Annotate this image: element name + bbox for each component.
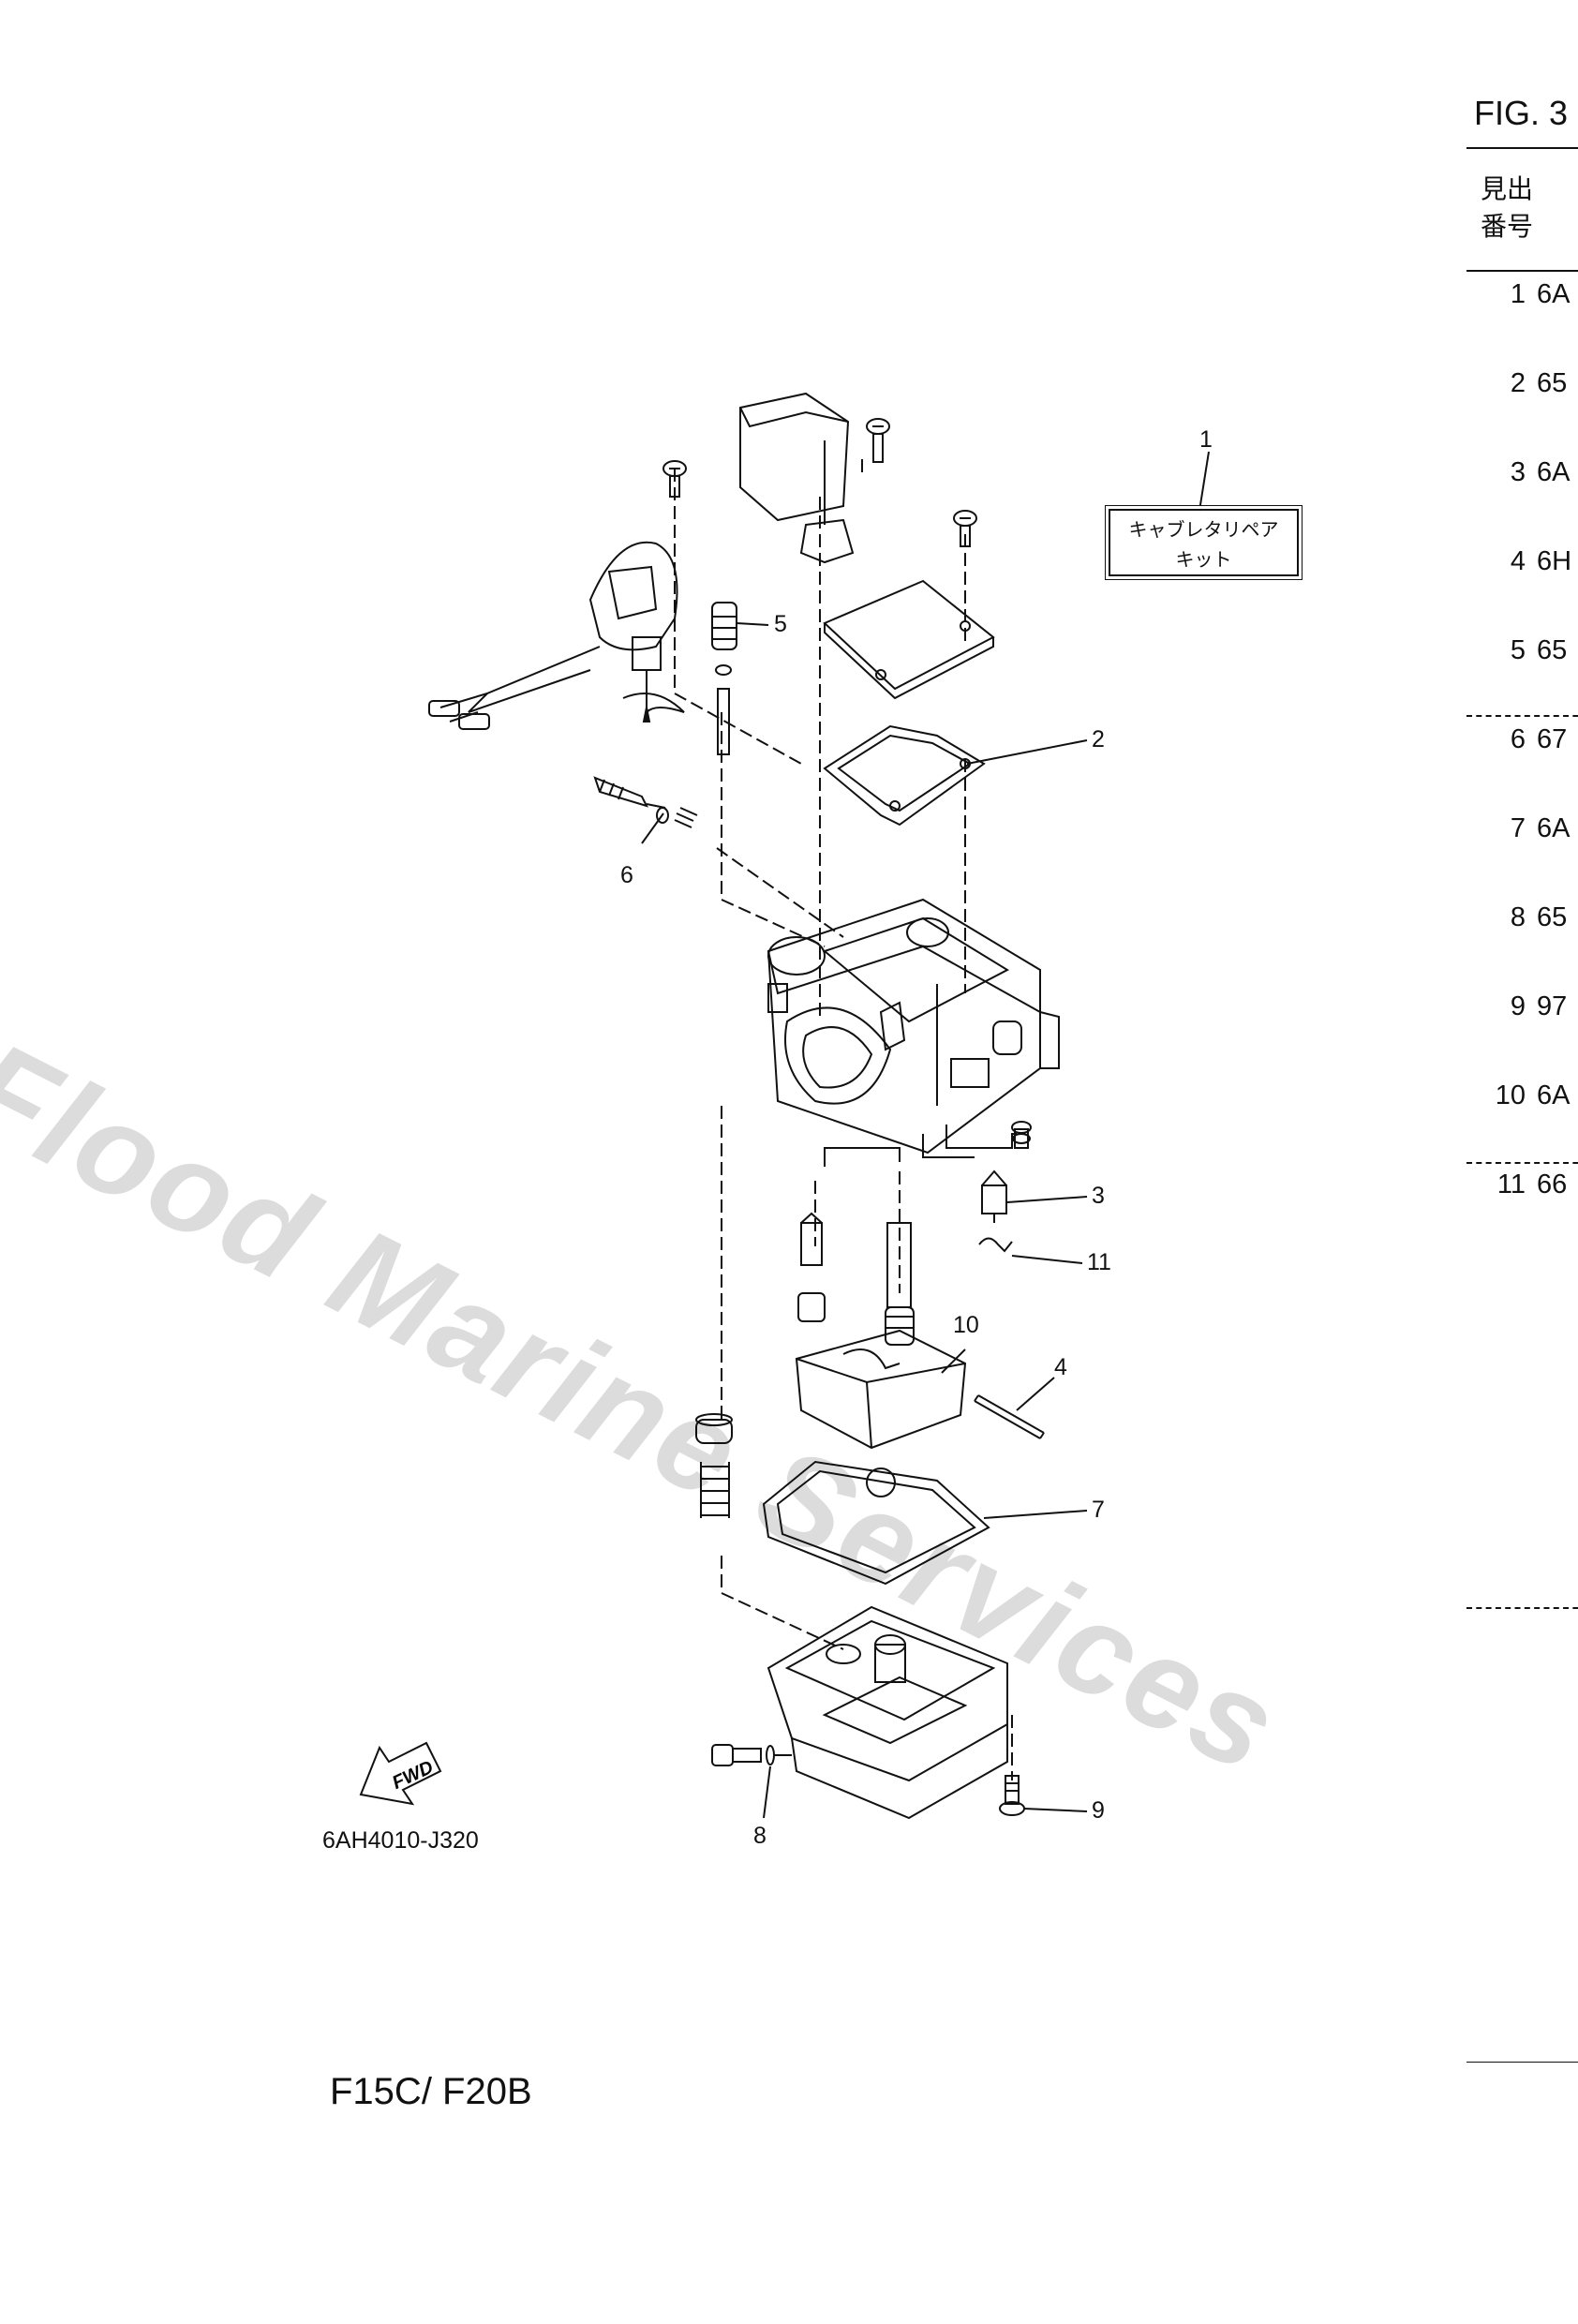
table-row: 11 66 — [1464, 1169, 1567, 1203]
part-5-spring — [711, 602, 737, 755]
part-3-needle-valve — [981, 1133, 1031, 1223]
part-4-float-pin — [974, 1394, 1045, 1439]
part-10-float — [795, 1329, 967, 1450]
table-row: 5 65 — [1464, 635, 1567, 669]
kit-label-line1: キャブレタリペア — [1128, 518, 1279, 541]
screw-top-center — [866, 418, 890, 463]
callout-3: 3 — [1092, 1183, 1105, 1209]
drain-plug-spring — [695, 1413, 733, 1518]
cover-plate — [823, 579, 995, 700]
callout-5: 5 — [774, 611, 787, 637]
ref-column-header: 見出 番号 — [1481, 174, 1534, 241]
model-label: F15C/ F20B — [330, 2071, 532, 2112]
table-row: 7 6A — [1464, 813, 1571, 847]
part-number: 67 — [1537, 724, 1568, 754]
callout-9: 9 — [1092, 1797, 1105, 1824]
callout-7: 7 — [1092, 1497, 1105, 1523]
table-row: 4 6H — [1464, 546, 1571, 580]
callout-10: 10 — [953, 1312, 979, 1338]
float-bowl — [767, 1605, 1008, 1820]
table-row: 3 6A — [1464, 457, 1571, 491]
part-number: 65 — [1537, 635, 1568, 665]
ref-number: 1 — [1510, 279, 1526, 309]
callout-11: 11 — [1087, 1249, 1111, 1275]
part-number: 6A — [1537, 279, 1571, 309]
part-number: 6A — [1537, 1080, 1571, 1110]
ref-number: 10 — [1495, 1080, 1526, 1110]
screw-top-right — [953, 510, 977, 547]
callout-8: 8 — [753, 1823, 767, 1849]
ref-number: 7 — [1510, 813, 1526, 843]
part-number: 97 — [1537, 991, 1568, 1021]
table-row: 9 97 — [1464, 991, 1567, 1025]
title-rule — [1466, 147, 1578, 149]
fwd-arrow-icon — [359, 1741, 442, 1806]
ref-number: 3 — [1510, 457, 1526, 487]
screw-top-left — [662, 460, 687, 498]
figure-title: FIG. 3 — [1474, 94, 1569, 132]
part-number: 6H — [1537, 546, 1572, 576]
group-separator-2 — [1466, 1162, 1578, 1164]
repair-kit-label: キャブレタリペア キット — [1109, 509, 1299, 576]
table-row: 1 6A — [1464, 279, 1571, 313]
ref-number: 6 — [1510, 724, 1526, 754]
ref-number: 4 — [1510, 546, 1526, 576]
ref-number: 11 — [1496, 1169, 1526, 1199]
ref-number: 2 — [1510, 368, 1526, 398]
table-row: 6 67 — [1464, 724, 1567, 758]
group-separator-1 — [1466, 715, 1578, 717]
part-11-clip — [978, 1237, 1013, 1253]
part-number: 65 — [1537, 368, 1568, 398]
part-6-pilot-screw — [593, 776, 698, 828]
callout-6: 6 — [620, 862, 633, 888]
ref-number: 8 — [1510, 902, 1526, 932]
leader-lines — [641, 451, 1210, 1819]
part-8-screw — [711, 1744, 792, 1766]
ref-number: 9 — [1510, 991, 1526, 1021]
callout-2: 2 — [1092, 726, 1105, 752]
table-row: 8 65 — [1464, 902, 1567, 936]
callout-4: 4 — [1054, 1354, 1067, 1380]
ref-number: 5 — [1510, 635, 1526, 665]
cover-bracket — [739, 392, 855, 564]
part-number: 6A — [1537, 457, 1571, 487]
part-7-gasket — [762, 1460, 990, 1586]
jet-parts — [797, 1134, 975, 1346]
part-number: 6A — [1537, 813, 1571, 843]
fwd-label: FWD — [389, 1757, 437, 1794]
callout-1: 1 — [1199, 426, 1213, 453]
group-separator-3 — [1466, 1607, 1578, 1609]
assembly-guide-lines — [674, 459, 1013, 1780]
part-number: 65 — [1537, 902, 1568, 932]
header-rule — [1466, 270, 1578, 272]
part-number: 66 — [1537, 1169, 1568, 1199]
table-row: 10 6A — [1464, 1080, 1571, 1114]
table-row: 2 65 — [1464, 368, 1567, 402]
solenoid-valve — [428, 541, 685, 730]
kit-label-line2: キット — [1175, 548, 1232, 571]
diagram-code: 6AH4010-J320 — [322, 1827, 479, 1854]
table-bottom-rule — [1466, 2062, 1578, 2063]
carburetor-body — [767, 898, 1060, 1155]
